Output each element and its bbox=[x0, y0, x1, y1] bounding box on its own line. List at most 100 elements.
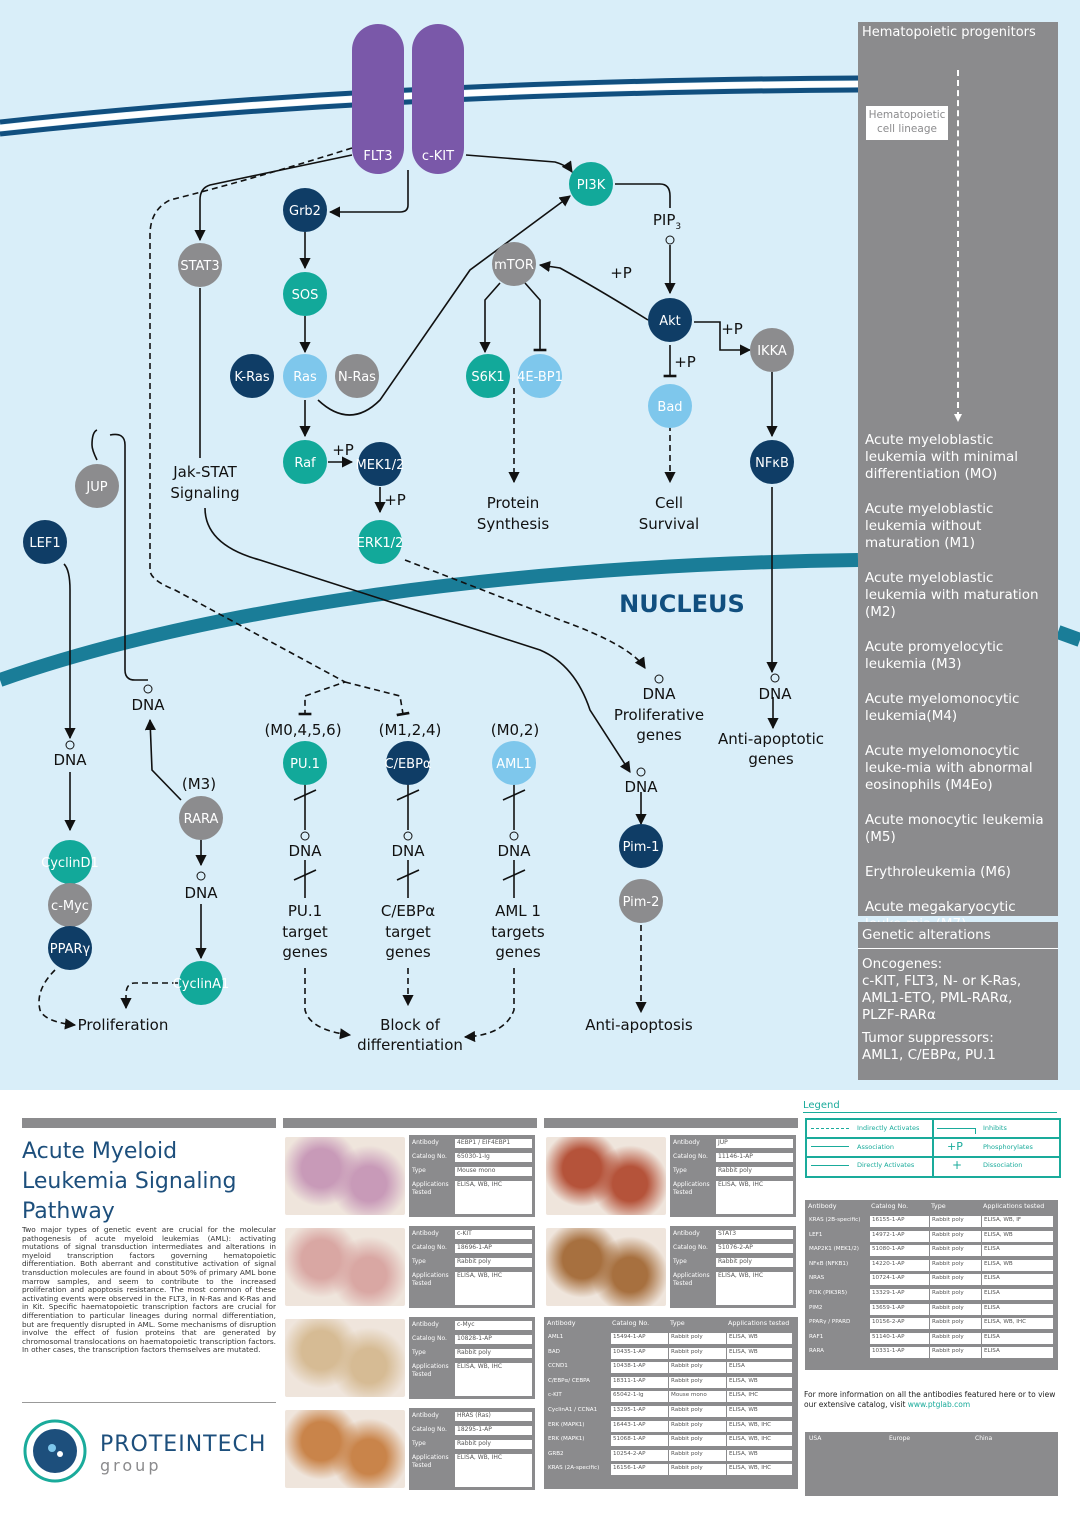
table-cell: 16155-1-AP bbox=[872, 1217, 905, 1223]
lineage-box: Hematopoietic cell lineage bbox=[866, 106, 948, 140]
website-link[interactable]: www.ptglab.com bbox=[907, 1400, 971, 1409]
legend-directly-activates: Directly Activates bbox=[857, 1161, 915, 1169]
legend: Legend Indirectly Activates Inhibits Ass… bbox=[803, 1100, 1061, 1182]
genetic-alterations-panel: Genetic alterations Oncogenes: c-KIT, FL… bbox=[858, 922, 1058, 1080]
protein-synthesis-label: Protein bbox=[487, 494, 540, 512]
target-genes-label: PU.1 bbox=[288, 902, 322, 920]
table-cell: Rabbit poly bbox=[932, 1304, 964, 1311]
table-cell: NFκB (NFKB1) bbox=[809, 1260, 849, 1267]
table-cell: 16156-1-AP bbox=[613, 1465, 646, 1472]
table-header: Antibody bbox=[808, 1202, 837, 1210]
table-header: Catalog No. bbox=[612, 1319, 650, 1327]
table-cell: ELISA bbox=[984, 1304, 1000, 1311]
card-key: Applications bbox=[412, 1181, 449, 1188]
card-value: ELISA, WB, IHC bbox=[716, 1181, 793, 1214]
table-cell: Rabbit poly bbox=[932, 1246, 964, 1253]
table-cell: 14972-1-AP bbox=[872, 1231, 905, 1238]
table-cell: Rabbit poly bbox=[671, 1407, 703, 1413]
node-label-erk: ERK1/2 bbox=[357, 536, 404, 551]
card-value: Rabbit poly bbox=[455, 1258, 532, 1267]
cell-survival-label: Survival bbox=[639, 515, 699, 533]
plus-p-label: +P bbox=[384, 491, 406, 509]
table-cell: Rabbit poly bbox=[671, 1377, 703, 1384]
table-cell: PI3K (PIK3R5) bbox=[809, 1290, 848, 1296]
table-header: Applications tested bbox=[983, 1202, 1045, 1210]
lineage-arrowhead bbox=[954, 414, 962, 422]
card-key: Catalog No. bbox=[412, 1335, 447, 1342]
divider-bar bbox=[22, 1118, 276, 1128]
dashed-edges bbox=[38, 147, 676, 1043]
card-key: Applications bbox=[412, 1272, 449, 1279]
node-label-cebpa: C/EBPα bbox=[385, 757, 432, 772]
table-cell: 13295-1-AP bbox=[613, 1407, 646, 1413]
table-cell: 18311-1-AP bbox=[613, 1377, 646, 1384]
block-of-differentiation-label: Block of bbox=[380, 1016, 441, 1034]
lineage-text: Hematopoietic bbox=[868, 109, 946, 121]
node-bad: Bad bbox=[648, 384, 692, 428]
legend-plus-icon: + bbox=[952, 1158, 963, 1172]
card-value: ELISA, WB, IHC bbox=[455, 1454, 532, 1487]
node-label-s6k1: S6K1 bbox=[471, 370, 504, 385]
table-header: Catalog No. bbox=[871, 1202, 909, 1210]
card-value: Rabbit poly bbox=[716, 1258, 793, 1267]
table-header: Applications tested bbox=[728, 1319, 790, 1327]
node-label-nras: N-Ras bbox=[338, 370, 376, 385]
node-mek: MEK1/2 bbox=[356, 442, 404, 486]
lineage-text: cell lineage bbox=[877, 123, 937, 135]
node-mtor: mTOR bbox=[492, 242, 536, 286]
card-key: Applications bbox=[412, 1454, 449, 1461]
card-key: Tested bbox=[412, 1280, 432, 1287]
stain-image bbox=[546, 1228, 666, 1306]
node-label-pim2: Pim-2 bbox=[623, 895, 660, 910]
card-value: HRAS (Ras) bbox=[455, 1412, 532, 1421]
table-cell: 14220-1-AP bbox=[872, 1260, 905, 1267]
suppressors-list: AML1, C/EBPα, PU.1 bbox=[862, 1047, 996, 1063]
legend-indirect-activates: Indirectly Activates bbox=[857, 1124, 920, 1132]
card-key: Tested bbox=[412, 1371, 432, 1378]
card-value: c-Myc bbox=[455, 1321, 532, 1330]
oncogenes-label: Oncogenes: bbox=[862, 956, 943, 972]
stain-image bbox=[285, 1137, 405, 1215]
table-cell: ERK (MAPK1) bbox=[548, 1436, 585, 1443]
node-label-cmyc: c-Myc bbox=[51, 899, 89, 914]
node-label-jup: JUP bbox=[85, 480, 107, 495]
node-label-pi3k: PI3K bbox=[577, 178, 606, 193]
node-label-aml1: AML1 bbox=[496, 757, 532, 772]
card-value: ELISA, WB, IHC bbox=[455, 1272, 532, 1305]
legend-inhibit-icon bbox=[937, 1128, 976, 1134]
block-of-differentiation-label: differentiation bbox=[357, 1036, 463, 1054]
table-cell: Rabbit poly bbox=[671, 1334, 703, 1340]
page-title: Acute Myeloid Leukemia Signaling Pathway bbox=[22, 1139, 237, 1224]
table-cell: 10156-2-AP bbox=[872, 1319, 905, 1326]
office-usa: USA bbox=[809, 1435, 822, 1442]
table-cell: Rabbit poly bbox=[932, 1275, 964, 1282]
plus-p-label: +P bbox=[332, 441, 354, 459]
subtype-m0: Acute myeloblastic leukemia with minimal… bbox=[865, 432, 1019, 482]
table-cell: ELISA, WB bbox=[729, 1450, 758, 1457]
table-cell: 10438-1-AP bbox=[613, 1363, 646, 1370]
legend-inhibits: Inhibits bbox=[983, 1124, 1007, 1132]
node-nfkb: NFκB bbox=[750, 440, 794, 484]
table-cell: ELISA bbox=[984, 1290, 1000, 1296]
card-value: 4EBP1 / EIF4EBP1 bbox=[455, 1139, 532, 1148]
node-label-sos: SOS bbox=[292, 288, 319, 303]
card-key: Catalog No. bbox=[412, 1153, 447, 1160]
table-cell: 10435-1-AP bbox=[613, 1348, 646, 1355]
logo-sub: group bbox=[100, 1456, 162, 1475]
table-cell: Mouse mono bbox=[671, 1392, 707, 1399]
card-key: Type bbox=[673, 1167, 687, 1174]
divider-bar bbox=[283, 1118, 537, 1128]
card-key: Antibody bbox=[412, 1139, 439, 1146]
table-cell: Rabbit poly bbox=[671, 1465, 703, 1472]
dna-label: DNA bbox=[624, 778, 658, 796]
